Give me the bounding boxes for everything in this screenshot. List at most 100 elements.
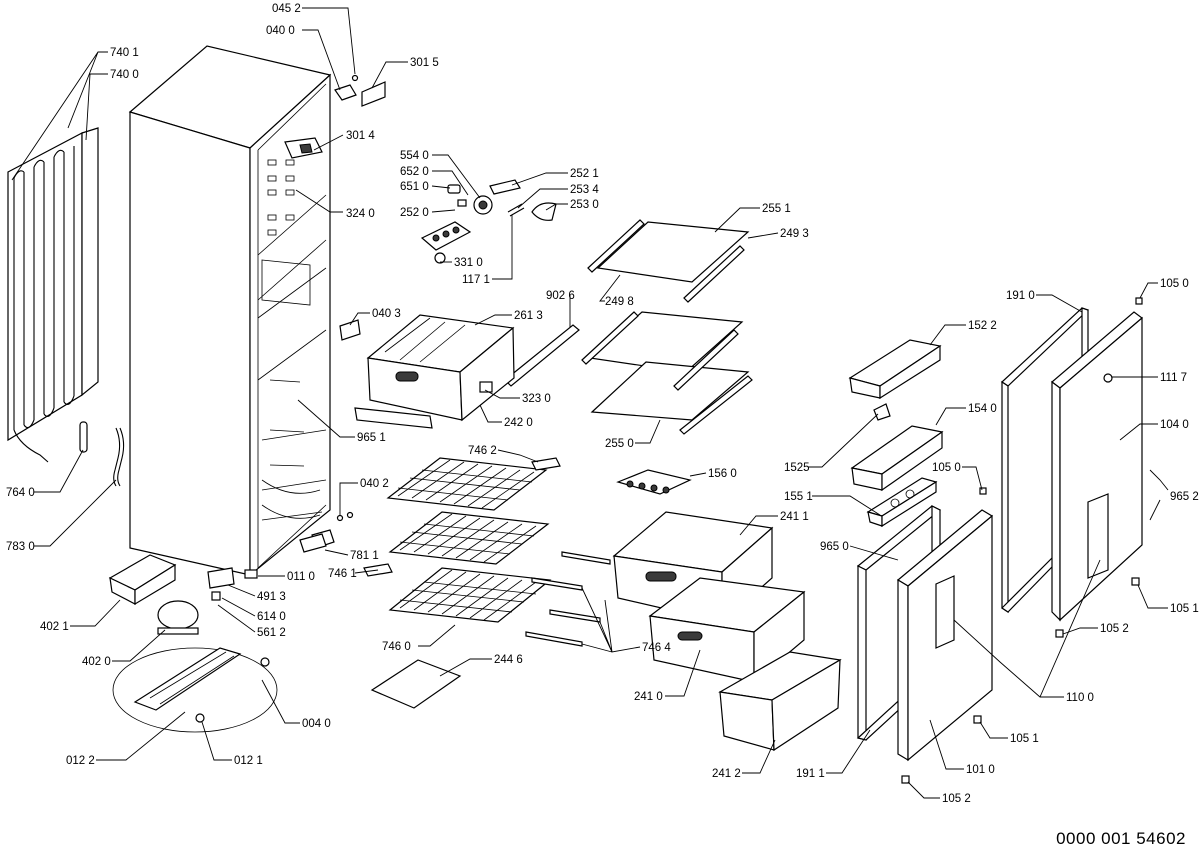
callout-491-3: 491 3 [257,591,286,603]
callout-253-4: 253 4 [570,184,599,196]
callout-253-0: 253 0 [570,199,599,211]
callout-012-1: 012 1 [234,755,263,767]
crisper-rail [354,407,433,429]
freezer-drawer-2 [648,577,806,684]
callout-040-3: 040 3 [372,308,401,320]
bracket-403 [339,319,361,341]
callout-111-7: 111 7 [1160,372,1187,384]
thermostat-housing [284,137,323,159]
callout-101-0: 101 0 [966,764,995,776]
callout-105-0-top: 105 0 [1160,278,1189,290]
shelf-rail [504,324,580,387]
callout-191-0: 191 0 [1006,290,1035,302]
callout-252-1: 252 1 [570,168,599,180]
condenser-part [7,127,99,463]
crisper-box [366,314,515,422]
callout-249-3: 249 3 [780,228,809,240]
door-bin-lower [866,477,938,528]
glass-shelf-lower [581,311,753,435]
compressor-base-plate [112,647,278,733]
callout-242-0: 242 0 [504,417,533,429]
callout-012-2: 012 2 [66,755,95,767]
callout-255-1: 255 1 [762,203,791,215]
bin-clip [873,403,891,421]
callout-402-1: 402 1 [40,621,69,633]
drain-tube-part [79,421,88,453]
egg-tray [616,469,692,495]
compressor-cover [108,554,177,606]
support-rods [525,551,611,647]
callout-255-0: 255 0 [605,438,634,450]
callout-781-1: 781 1 [350,550,379,562]
callout-261-3: 261 3 [514,310,543,322]
callout-746-0: 746 0 [382,641,411,653]
callout-105-2-bottom: 105 2 [942,793,971,805]
lamp-assembly [420,179,557,264]
wire-shelf-2 [388,511,550,565]
callout-1525: 1525 [784,462,810,474]
callout-554-0: 554 0 [400,150,429,162]
callout-323-0: 323 0 [522,393,551,405]
callout-561-2: 561 2 [257,627,286,639]
callout-764-0: 764 0 [6,487,35,499]
lower-door-panel [896,509,994,762]
callout-740-0: 740 0 [110,69,139,81]
callout-252-0: 252 0 [400,207,429,219]
callout-746-2: 746 2 [468,445,497,457]
relay-box [207,567,235,601]
shelf-mat [370,659,462,709]
callout-746-4: 746 4 [642,642,671,654]
callout-902-6: 902 6 [546,290,575,302]
wire-shelf-3 [388,567,552,623]
callout-324-0: 324 0 [346,208,375,220]
callout-244-6: 244 6 [494,654,523,666]
callout-241-2: 241 2 [712,768,741,780]
hose-part [113,427,125,487]
callout-652-0: 652 0 [400,166,429,178]
callout-152-2: 152 2 [968,320,997,332]
top-hinge-parts [334,74,386,107]
callout-105-0-mid: 105 0 [932,462,961,474]
hinge-screws [901,297,1143,784]
cabinet-body [128,45,332,579]
callout-011-0: 011 0 [287,571,315,583]
callout-191-1: 191 1 [796,768,825,780]
callout-104-0: 104 0 [1160,419,1189,431]
wire-shelf-1 [386,457,548,511]
callout-labels: 045 2 040 0 301 5 740 1 740 0 301 4 324 … [6,3,1199,805]
callout-045-2: 045 2 [272,3,301,15]
callout-402-0: 402 0 [82,656,111,668]
callout-746-1: 746 1 [328,568,357,580]
callout-783-0: 783 0 [6,541,35,553]
callout-740-1: 740 1 [110,47,139,59]
callout-105-2-mid: 105 2 [1100,623,1129,635]
callout-110-0: 110 0 [1066,692,1094,704]
callout-965-2: 965 2 [1170,491,1199,503]
callout-040-2: 040 2 [360,478,389,490]
door-bin-upper [848,339,942,400]
callout-241-0: 241 0 [634,691,663,703]
callout-154-0: 154 0 [968,403,997,415]
freezer-drawer-3 [718,651,842,752]
callout-331-0: 331 0 [454,257,483,269]
compressor [157,600,199,635]
door-bin-middle [850,425,944,492]
callout-105-1-lower: 105 1 [1010,733,1039,745]
document-number: 0000 001 54602 [1056,829,1186,848]
callout-301-5: 301 5 [410,57,439,69]
callout-004-0: 004 0 [302,718,331,730]
foot-parts [299,511,354,553]
callout-965-1: 965 1 [357,432,386,444]
leader-lines [11,7,1169,799]
glass-shelf-upper [587,219,750,303]
callout-651-0: 651 0 [400,181,429,193]
callout-040-0: 040 0 [266,25,295,37]
callout-241-1: 241 1 [780,511,809,523]
callout-614-0: 614 0 [257,611,286,623]
callout-301-4: 301 4 [346,130,375,142]
callout-249-8: 249 8 [605,296,634,308]
callout-965-0: 965 0 [820,541,849,553]
callout-155-1: 155 1 [784,491,813,503]
callout-105-1-right: 105 1 [1170,603,1199,615]
